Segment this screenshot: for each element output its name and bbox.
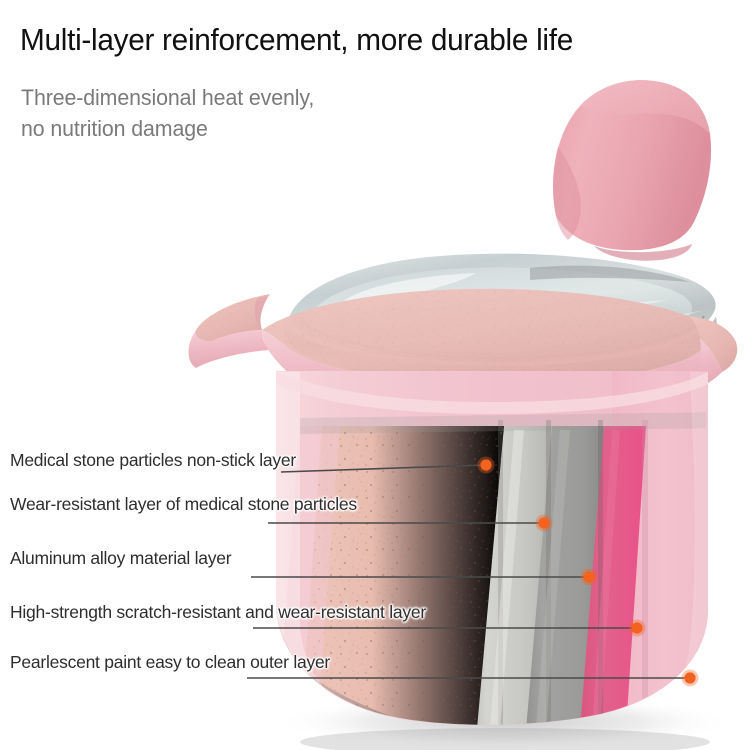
page-subtitle-line-2: no nutrition damage: [21, 116, 208, 141]
page-subtitle-line-1: Three-dimensional heat evenly,: [21, 85, 315, 110]
lid-knob-handle: [553, 80, 712, 261]
callout-label-0: Medical stone particles non-stick layer: [10, 450, 296, 470]
page-subtitle: Three-dimensional heat evenly, no nutrit…: [21, 82, 314, 144]
page-title: Multi-layer reinforcement, more durable …: [20, 22, 573, 57]
callout-label-1: Wear-resistant layer of medical stone pa…: [10, 494, 357, 514]
callout-label-3: High-strength scratch-resistant and wear…: [10, 602, 426, 622]
pot-body: [276, 371, 708, 725]
callout-label-4: Pearlescent paint easy to clean outer la…: [10, 652, 330, 672]
pot-base-shadow: [300, 728, 710, 750]
callout-label-2: Aluminum alloy material layer: [10, 548, 232, 568]
layer-cutaway-stack: [276, 371, 706, 725]
